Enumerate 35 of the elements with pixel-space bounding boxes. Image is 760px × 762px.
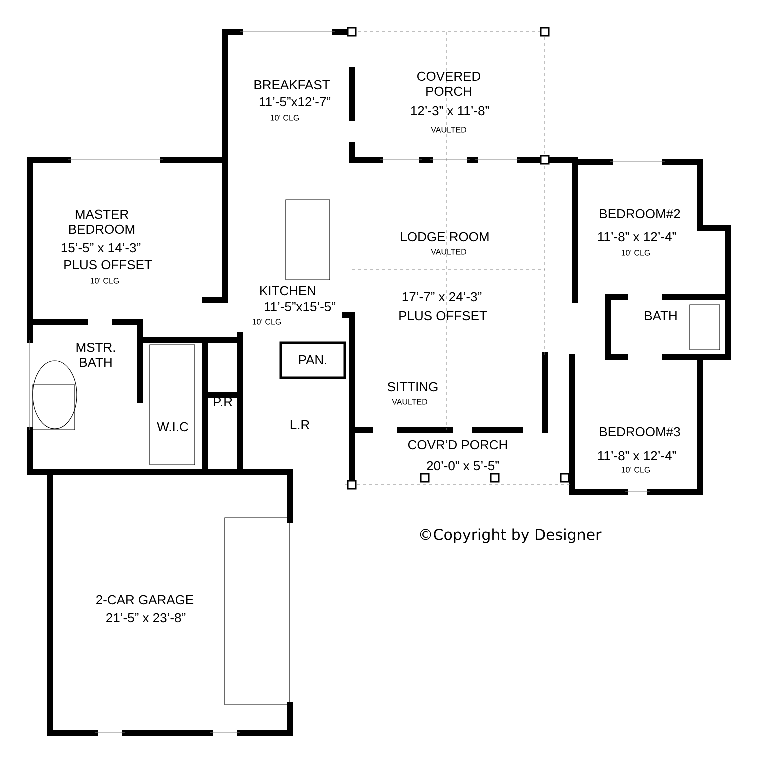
room-label: COVERED PORCH [418, 72, 481, 96]
room-label: MSTR. BATH [76, 342, 116, 368]
room-label: W.I.C [157, 422, 188, 432]
ceiling-note: VAULTED [392, 399, 428, 405]
room-label: BREAKFAST [254, 80, 330, 90]
room-label: PLUS OFFSET [64, 260, 152, 270]
room-label: 2-CAR GARAGE [96, 595, 194, 605]
ceiling-note: 10’ CLG [90, 278, 120, 284]
room-label: 21’-5” x 23’-8” [106, 613, 186, 623]
ceiling-note: VAULTED [431, 127, 466, 133]
room-label: 11’-5”x15’-5” [265, 302, 336, 312]
ceiling-note: 10’ CLG [622, 467, 650, 473]
room-label: 15’-5” x 14’-3” [62, 243, 141, 253]
room-label: LODGE ROOM [401, 232, 489, 242]
ceiling-note: VAULTED [431, 249, 466, 255]
room-label: BATH [645, 312, 677, 320]
room-label: PLUS OFFSET [400, 311, 488, 321]
room-label: 11’-8” x 12’-4” [598, 232, 676, 242]
room-label: 12’-3” x 11’-8” [411, 106, 490, 116]
copyright-notice: ©Copyright by Designer [420, 528, 602, 544]
room-label: BEDROOM#2 [600, 209, 680, 219]
room-label: COVR’D PORCH [408, 440, 508, 450]
room-label: PAN. [299, 356, 327, 364]
ceiling-note: 10’ CLG [252, 319, 282, 325]
room-label: BEDROOM#3 [600, 427, 680, 437]
room-label: 11’-8” x 12’-4” [598, 451, 676, 461]
room-label: SITTING [388, 382, 438, 392]
room-label: 17’-7” x 24’-3” [402, 292, 482, 302]
ceiling-note: 10’ CLG [622, 250, 650, 256]
room-label: 20’-0” x 5’-5” [427, 461, 499, 471]
room-label: KITCHEN [260, 286, 316, 296]
ceiling-note: 10’ CLG [270, 115, 300, 121]
room-label: MASTER BEDROOM [69, 210, 135, 234]
room-label: 11’-5”x12’-7” [260, 97, 331, 107]
room-label: L.R [290, 420, 310, 430]
